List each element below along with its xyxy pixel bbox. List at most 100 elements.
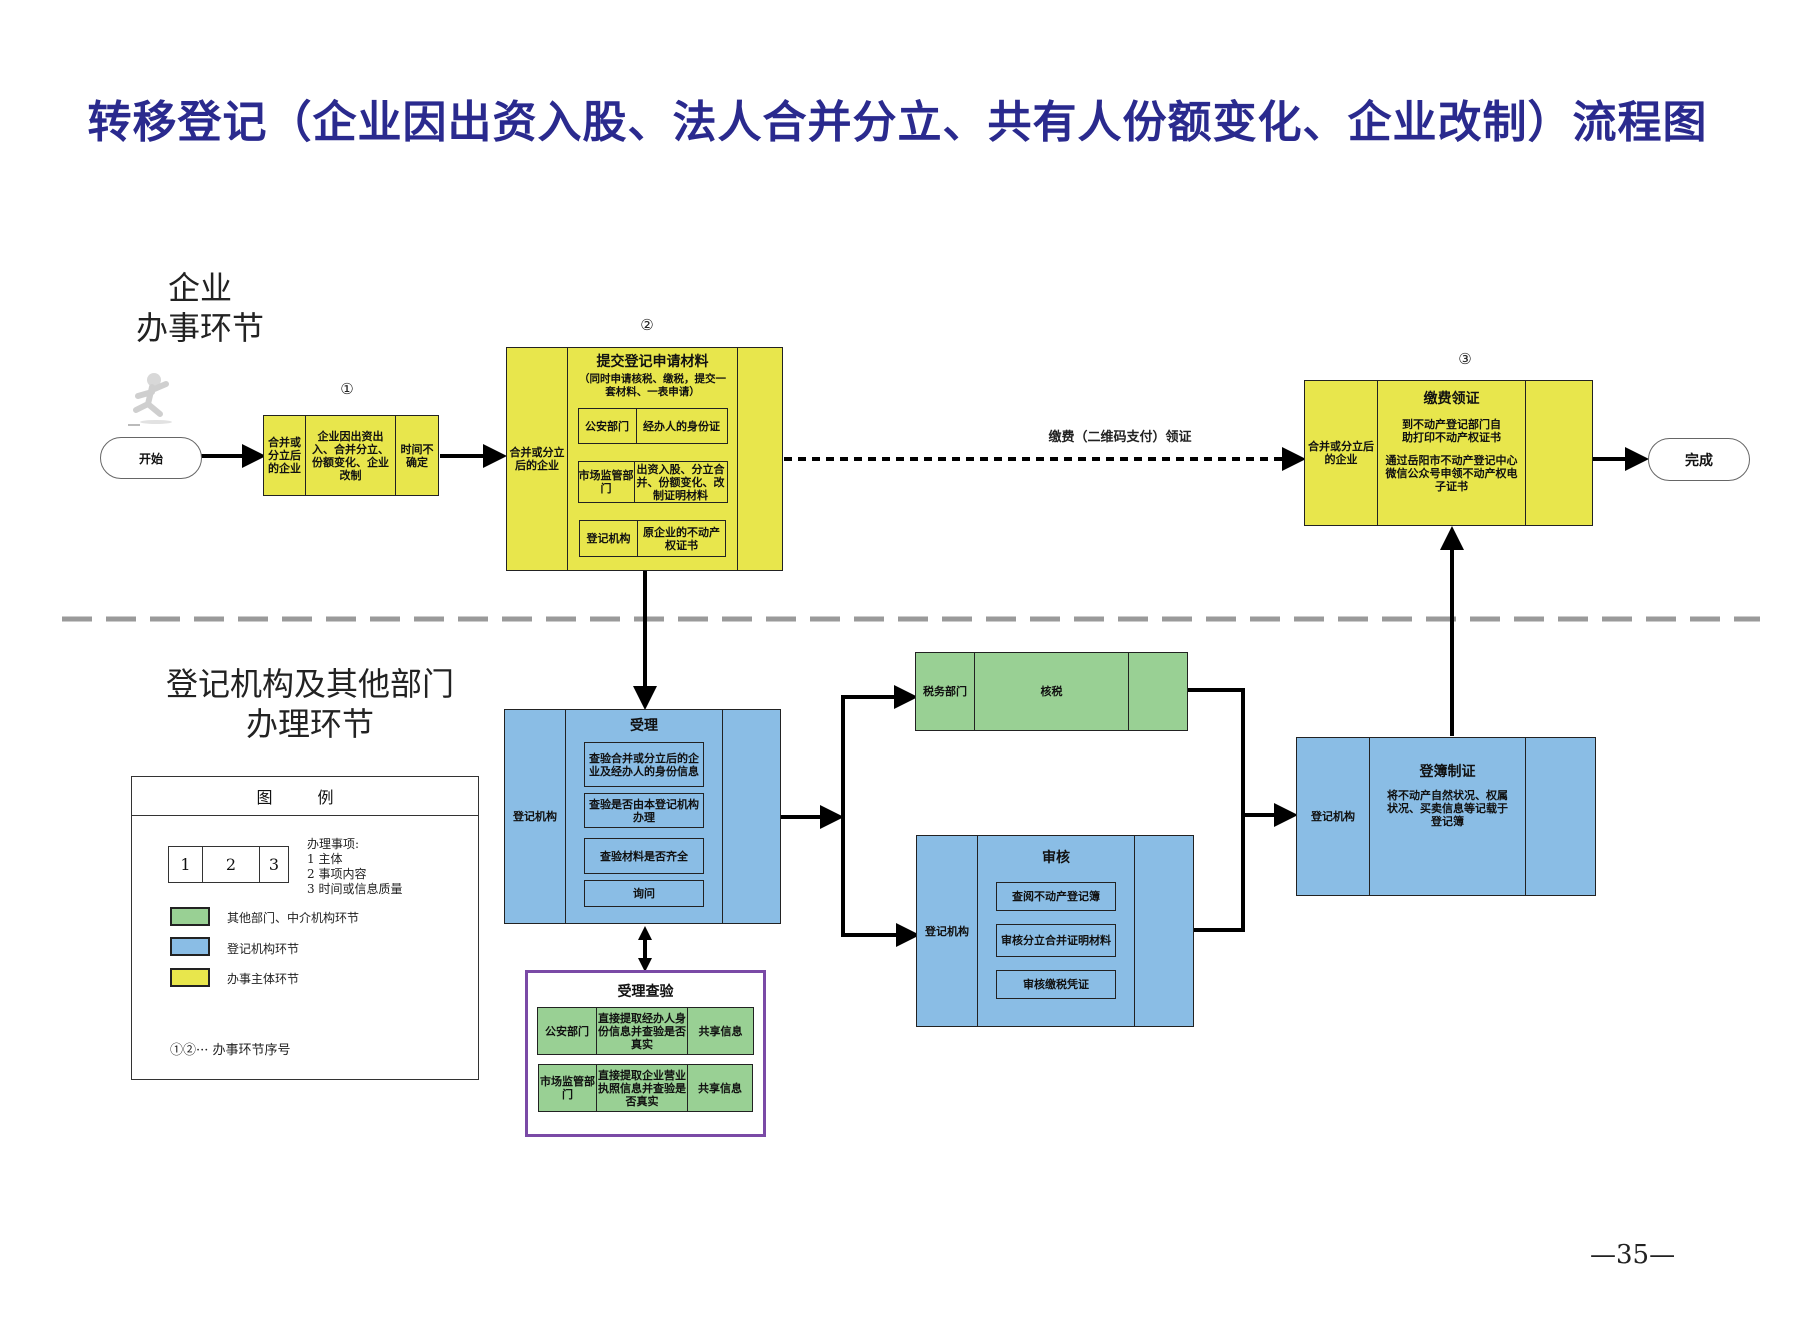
page-title: 转移登记（企业因出资入股、法人合并分立、共有人份额变化、企业改制）流程图 (87, 97, 1708, 148)
legend-cell: 1 (180, 855, 191, 874)
row-dept: 登记机构 (586, 532, 631, 545)
legend-label-green: 其他部门、中介机构环节 (227, 911, 360, 925)
step2-subject: 合并或分立后的企业 (509, 446, 565, 472)
row-result: 共享信息 (687, 1065, 752, 1111)
step2-time (737, 348, 782, 570)
step3-line2: 通过岳阳市不动产登记中心微信公众号申领不动产权电子证书 (1385, 454, 1518, 493)
legend: 图 例 1 2 3 办理事项: 1 主体 2 事项内容 3 时间或信息质量 其他… (131, 776, 479, 1080)
step3-time (1525, 381, 1592, 525)
payment-arrow-label: 缴费（二维码支付）领证 (1048, 430, 1192, 445)
step1-box[interactable]: 合并或分立后的企业 企业因出资出入、合并分立、份额变化、企业改制 时间不确定 (263, 415, 439, 496)
row-dept: 市场监管部门 (540, 1075, 595, 1101)
tax-time (1128, 653, 1187, 730)
legend-label-blue: 登记机构环节 (227, 942, 300, 956)
step3-box[interactable]: 合并或分立后的企业 缴费领证 到不动产登记部门自助打印不动产权证书 通过岳阳市不… (1304, 380, 1593, 526)
verify-row: 市场监管部门 直接提取企业营业执照信息并查验是否真实 共享信息 (538, 1064, 753, 1112)
step1-time: 时间不确定 (395, 416, 438, 495)
tax-subject: 税务部门 (923, 685, 967, 698)
lane-label-enterprise: 企业 办事环节 (120, 268, 280, 348)
page-number: —35— (1590, 1240, 1676, 1270)
review-main: 审核 查阅不动产登记簿 审核分立合并证明材料 审核缴税凭证 (977, 836, 1134, 1026)
accept-time (722, 710, 780, 923)
verify-box[interactable]: 受理查验 公安部门 直接提取经办人身份信息并查验是否真实 共享信息 市场监管部门… (525, 970, 766, 1137)
lane-label-agency: 登记机构及其他部门 办理环节 (140, 664, 480, 744)
legend-cell: 2 (202, 847, 260, 882)
lane-label-line: 企业 (167, 269, 232, 307)
legend-matter: 3 时间或信息质量 (307, 882, 403, 896)
accept-item: 询问 (584, 880, 704, 907)
row-item: 原企业的不动产权证书 (637, 521, 725, 556)
step3-subject: 合并或分立后的企业 (1308, 440, 1374, 466)
step2-main: 提交登记申请材料 （同时申请核税、缴税，提交一套材料、一表申请） 公安部门 经办… (567, 348, 737, 570)
row-item: 出资入股、分立合并、份额变化、改制证明材料 (633, 462, 727, 502)
register-time (1525, 738, 1595, 895)
step2-note: （同时申请核税、缴税，提交一套材料、一表申请） (579, 373, 726, 398)
tax-content: 核税 (974, 653, 1128, 730)
step2-row: 市场监管部门 出资入股、分立合并、份额变化、改制证明材料 (577, 461, 728, 503)
legend-matters-title: 办理事项: (307, 837, 360, 851)
verify-heading: 受理查验 (617, 984, 674, 1000)
legend-swatch-yellow (170, 968, 210, 987)
review-subject: 登记机构 (925, 924, 969, 938)
branch-line (841, 695, 913, 937)
accept-item: 查验是否由本登记机构办理 (584, 793, 704, 828)
merge-line (1188, 688, 1245, 932)
review-item: 查阅不动产登记簿 (996, 882, 1116, 911)
running-person-icon (128, 373, 172, 426)
review-item: 审核分立合并证明材料 (996, 924, 1116, 957)
step-number-1: ① (340, 380, 354, 398)
legend-label-yellow: 办事主体环节 (227, 972, 300, 986)
row-item: 直接提取经办人身份信息并查验是否真实 (596, 1008, 687, 1054)
accept-item: 查验材料是否齐全 (584, 838, 704, 874)
legend-matter: 1 主体 (307, 852, 343, 866)
step2-row: 公安部门 经办人的身份证 (577, 408, 728, 444)
legend-swatch-blue (170, 937, 210, 956)
step1-subject: 合并或分立后的企业 (268, 436, 301, 475)
register-box[interactable]: 登记机构 登簿制证 将不动产自然状况、权属状况、买卖信息等记载于登记簿 (1296, 737, 1596, 896)
legend-swatch-green (170, 907, 210, 926)
row-item: 直接提取企业营业执照信息并查验是否真实 (596, 1065, 687, 1111)
step1-content: 企业因出资出入、合并分立、份额变化、企业改制 (305, 416, 395, 495)
accept-box[interactable]: 登记机构 受理 查验合并或分立后的企业及经办人的身份信息 查验是否由本登记机构办… (504, 709, 781, 924)
step3-main: 缴费领证 到不动产登记部门自助打印不动产权证书 通过岳阳市不动产登记中心微信公众… (1377, 381, 1525, 525)
review-item: 审核缴税凭证 (996, 970, 1116, 999)
row-dept: 市场监管部门 (578, 469, 634, 495)
lane-label-line: 登记机构及其他部门 (165, 665, 454, 703)
tax-box[interactable]: 税务部门 核税 (915, 652, 1188, 731)
register-content: 将不动产自然状况、权属状况、买卖信息等记载于登记簿 (1387, 789, 1508, 828)
legend-sequence-label: ①②··· 办事环节序号 (170, 1043, 291, 1058)
arrow-accept-verify-up (638, 926, 652, 940)
step2-row: 登记机构 原企业的不动产权证书 (579, 520, 726, 557)
accept-heading: 受理 (630, 718, 658, 734)
accept-subject: 登记机构 (513, 810, 557, 823)
row-dept: 公安部门 (545, 1024, 589, 1038)
legend-cell: 3 (268, 855, 280, 874)
legend-matter: 2 事项内容 (307, 867, 367, 881)
legend-title: 图 例 (132, 777, 478, 816)
verify-row: 公安部门 直接提取经办人身份信息并查验是否真实 共享信息 (537, 1007, 754, 1055)
legend-matters: 办理事项: 1 主体 2 事项内容 3 时间或信息质量 (307, 837, 402, 897)
step-number-2: ② (640, 316, 654, 334)
register-subject: 登记机构 (1311, 810, 1355, 823)
step2-heading: 提交登记申请材料 (596, 354, 709, 370)
step3-line1: 到不动产登记部门自助打印不动产权证书 (1402, 418, 1501, 444)
review-time (1134, 836, 1193, 1026)
accept-main: 受理 查验合并或分立后的企业及经办人的身份信息 查验是否由本登记机构办理 查验材… (565, 710, 722, 923)
row-item: 经办人的身份证 (635, 409, 727, 443)
step-number-3: ③ (1458, 350, 1472, 368)
accept-item: 查验合并或分立后的企业及经办人的身份信息 (584, 742, 704, 787)
step3-heading: 缴费领证 (1423, 391, 1480, 407)
end-node[interactable]: 完成 (1648, 438, 1750, 481)
review-heading: 审核 (1042, 850, 1070, 866)
start-node[interactable]: 开始 (100, 437, 202, 479)
step2-box[interactable]: 合并或分立后的企业 提交登记申请材料 （同时申请核税、缴税，提交一套材料、一表申… (506, 347, 783, 571)
lane-label-line: 办事环节 (135, 309, 264, 347)
arrow-accept-verify-down (638, 958, 652, 972)
row-dept: 公安部门 (585, 419, 629, 433)
review-box[interactable]: 登记机构 审核 查阅不动产登记簿 审核分立合并证明材料 审核缴税凭证 (916, 835, 1194, 1027)
register-heading: 登簿制证 (1419, 764, 1476, 780)
lane-label-line: 办理环节 (245, 705, 374, 743)
legend-sample-box: 1 2 3 (168, 846, 289, 883)
register-main: 登簿制证 将不动产自然状况、权属状况、买卖信息等记载于登记簿 (1369, 738, 1525, 895)
